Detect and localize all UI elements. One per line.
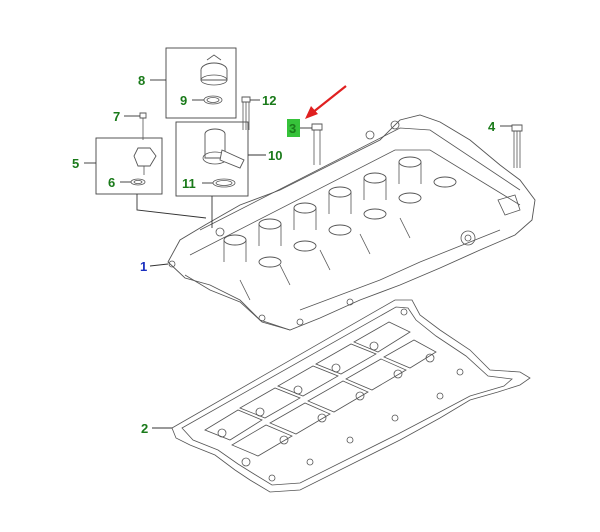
callout-3-highlight <box>287 119 300 137</box>
callout-3[interactable]: 3 <box>289 121 296 136</box>
callout-1[interactable]: 1 <box>140 259 147 274</box>
callout-12[interactable]: 12 <box>262 93 276 108</box>
bolt-part-3 <box>311 123 323 165</box>
valve-cover <box>167 114 536 331</box>
group-box-10 <box>175 121 249 197</box>
leader-lines <box>84 79 512 429</box>
valve-cover-gasket <box>171 299 531 493</box>
callout-labels: 1 2 3 4 5 6 7 8 9 10 11 12 <box>72 73 496 436</box>
bolt-part-7 <box>139 112 147 140</box>
bolt-part-4 <box>511 124 523 168</box>
callout-8[interactable]: 8 <box>138 73 145 88</box>
callout-9[interactable]: 9 <box>180 93 187 108</box>
callout-7[interactable]: 7 <box>113 109 120 124</box>
bolt-part-12 <box>241 96 251 130</box>
callout-11[interactable]: 11 <box>182 176 196 191</box>
callout-4[interactable]: 4 <box>488 119 496 134</box>
cam-towers <box>223 156 457 268</box>
attention-arrow <box>305 85 347 119</box>
callout-6[interactable]: 6 <box>108 175 115 190</box>
callout-2[interactable]: 2 <box>141 421 148 436</box>
callout-10[interactable]: 10 <box>268 148 282 163</box>
group-box-8 <box>165 47 237 119</box>
callout-5[interactable]: 5 <box>72 156 79 171</box>
group-box-5 <box>95 137 163 195</box>
